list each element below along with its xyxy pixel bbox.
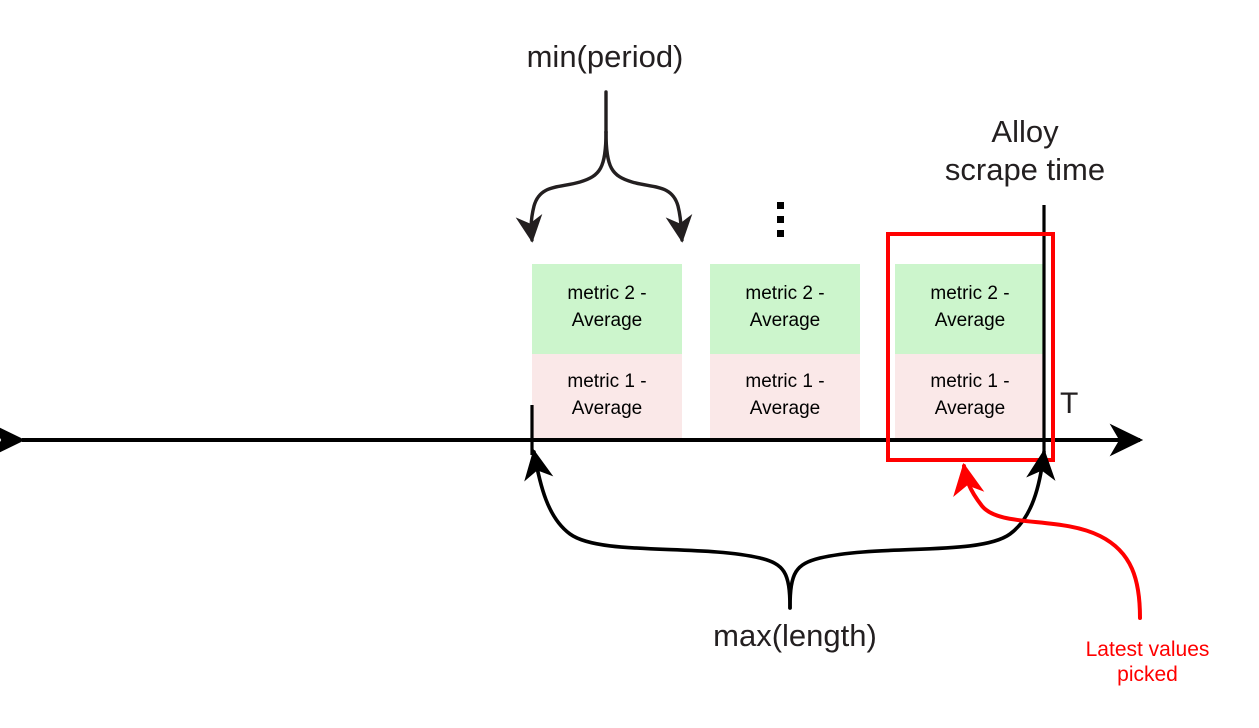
block-3-metric-2-fill bbox=[895, 264, 1045, 354]
block-3-metric-1-fill bbox=[895, 354, 1045, 440]
ellipsis-dots bbox=[777, 202, 784, 237]
latest-values-label-line1: Latest values bbox=[1085, 638, 1210, 661]
max-length-label: max(length) bbox=[713, 618, 877, 653]
block-1-metric-1-fill bbox=[532, 354, 682, 440]
axis-t-label: T bbox=[1060, 387, 1079, 420]
block-1-metric-2-fill bbox=[532, 264, 682, 354]
metric-blocks bbox=[532, 264, 1045, 440]
min-period-brace bbox=[515, 90, 693, 243]
latest-values-label-line2: picked bbox=[1117, 663, 1178, 686]
latest-values-highlight-box bbox=[886, 232, 1055, 462]
latest-values-callout-arrow bbox=[953, 462, 1142, 620]
max-length-brace bbox=[524, 449, 1056, 610]
alloy-scrape-time-label-line2: scrape time bbox=[944, 152, 1106, 187]
min-period-label: min(period) bbox=[526, 39, 684, 74]
block-2-metric-2-fill bbox=[710, 264, 860, 354]
block-2-metric-1-fill bbox=[710, 354, 860, 440]
alloy-scrape-time-label-line1: Alloy bbox=[991, 114, 1059, 149]
